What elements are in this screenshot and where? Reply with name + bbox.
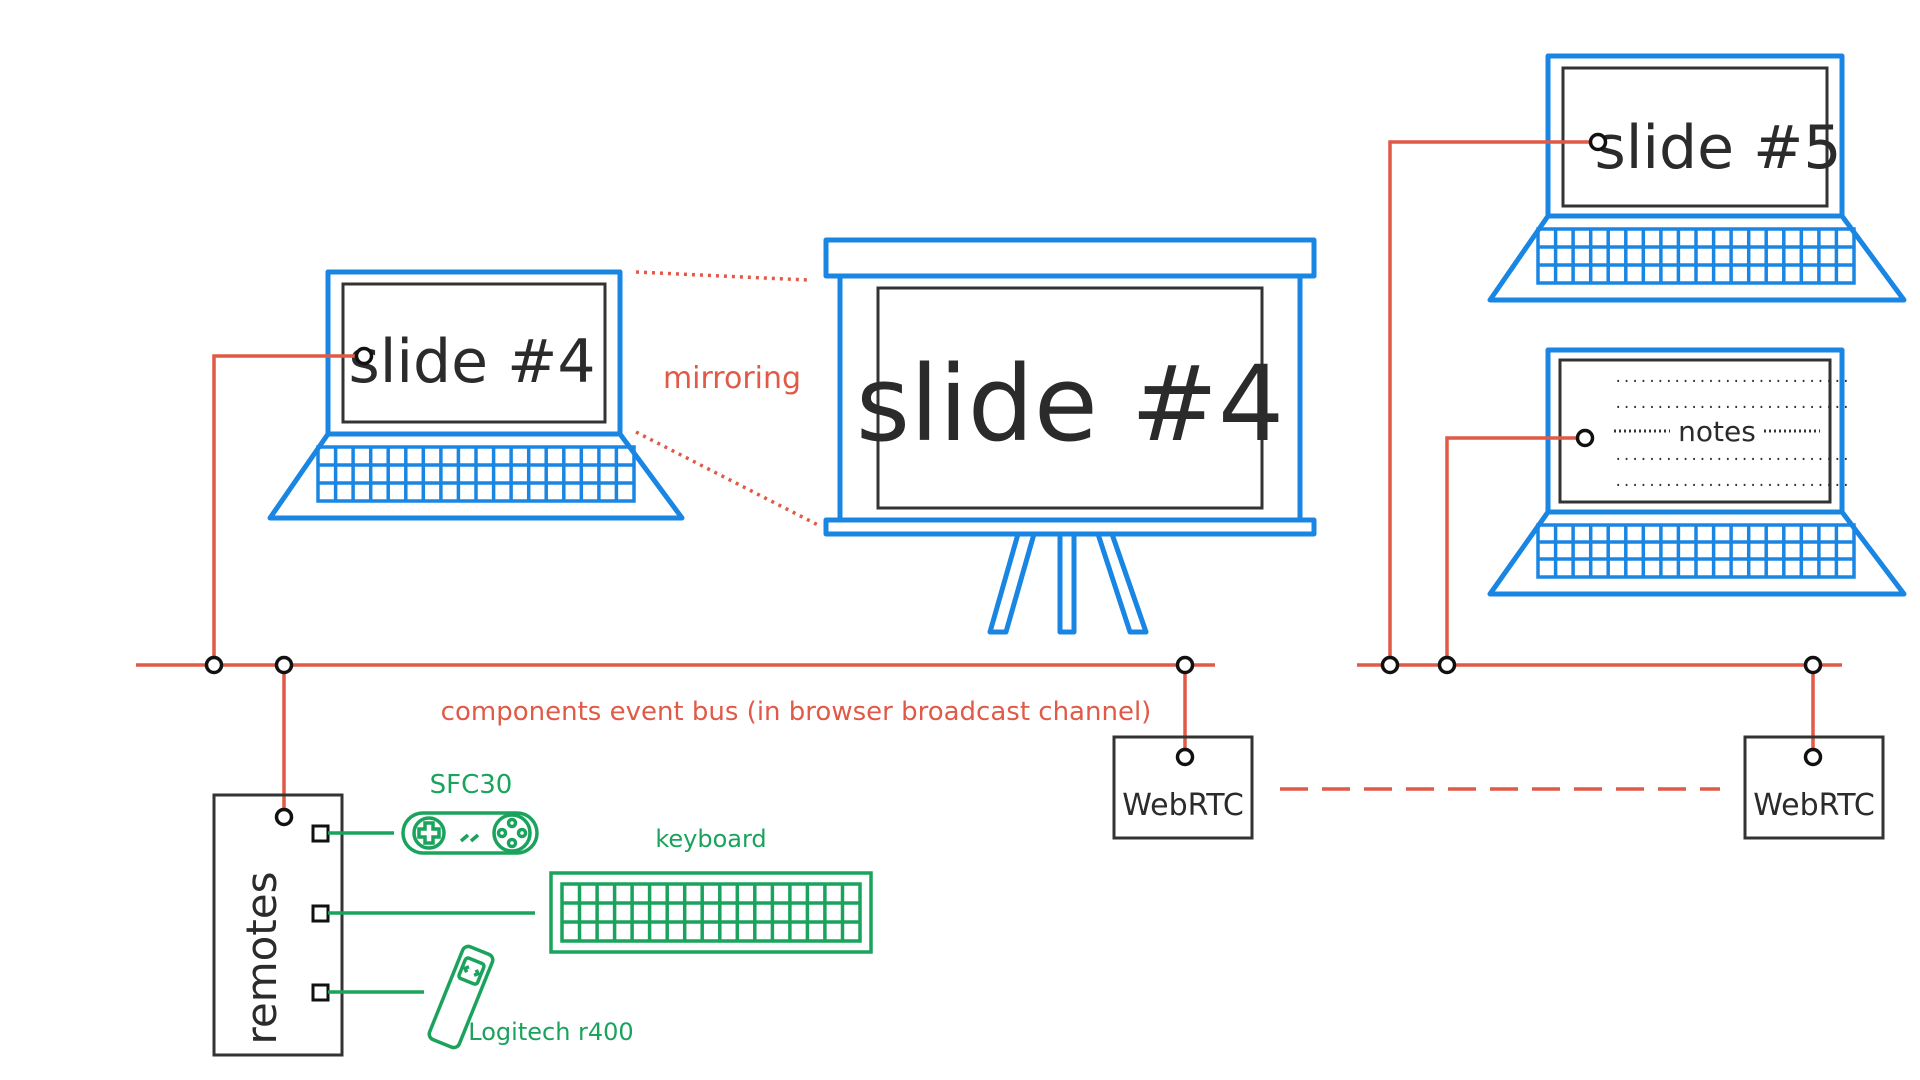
laptop-right-top-base — [1487, 213, 1907, 303]
laptop-right-bottom-screen — [1558, 358, 1832, 504]
presenter-buttons-icon — [457, 956, 486, 986]
keyboard: keyboard — [549, 825, 873, 954]
notes-label: notes — [1678, 415, 1756, 448]
remotes-label: remotes — [237, 872, 286, 1045]
laptop-left-connector — [354, 346, 374, 366]
gamepad-body — [401, 811, 539, 855]
presenter-arrows-icon — [462, 965, 481, 977]
projector-screen-text: slide #4 — [856, 343, 1284, 465]
event-bus-right — [1357, 132, 1842, 757]
remotes-port-keyboard — [311, 904, 330, 923]
projector-leg-right — [1095, 531, 1149, 635]
laptop-right-bottom-keyboard-cols — [1553, 525, 1839, 577]
laptop-right-top-screen — [1561, 66, 1829, 208]
presenter-body — [427, 944, 495, 1050]
laptop-left-keyboard-cols — [333, 447, 619, 501]
event-bus-left: components event bus (in browser broadca… — [136, 346, 1215, 815]
bus-node-laptop-left — [204, 655, 224, 675]
gamepad-button-icon — [496, 827, 508, 839]
remotes-connector — [274, 807, 294, 827]
gamepad-button-icon — [506, 837, 518, 849]
laptop-right-bottom: ............................ ...........… — [1487, 347, 1907, 597]
laptop-left-screen — [341, 282, 607, 424]
bus-link-laptop-right-top — [1388, 140, 1598, 665]
mirroring-link: mirroring — [635, 270, 819, 527]
webrtc-link: WebRTC WebRTC — [1112, 735, 1885, 840]
notes-dots-1: ............................ — [1614, 370, 1850, 386]
laptop-right-top: slide #5 — [1487, 53, 1907, 303]
mirroring-line-bottom — [635, 430, 819, 527]
dpad-icon — [417, 821, 441, 845]
remotes-port-gamepad — [311, 824, 330, 843]
webrtc-left-connector — [1175, 747, 1195, 767]
gamepad: SFC30 — [401, 770, 539, 855]
keyboard-key-rows — [562, 901, 860, 924]
bus-node-laptop-right-bottom — [1437, 655, 1457, 675]
gamepad-select-start-icon — [459, 833, 480, 843]
projector: slide #4 — [823, 237, 1317, 635]
laptop-right-top-keyboard-cols — [1553, 229, 1839, 283]
webrtc-box-left — [1112, 735, 1254, 840]
notes-dots-4: ............................ — [1614, 474, 1850, 490]
keyboard-label: keyboard — [655, 825, 766, 853]
presenter-remote: Logitech r400 — [427, 944, 634, 1050]
gamepad-button-icon — [516, 827, 528, 839]
webrtc-left-label: WebRTC — [1122, 788, 1244, 823]
laptop-right-top-connector — [1588, 132, 1608, 152]
webrtc-right-label: WebRTC — [1753, 788, 1875, 823]
remotes-box — [212, 793, 344, 1057]
projector-leg-center — [1057, 531, 1077, 635]
bus-link-laptop-left — [212, 354, 364, 665]
laptop-right-bottom-base — [1487, 509, 1907, 597]
laptop-right-top-screen-text: slide #5 — [1594, 113, 1841, 183]
webrtc-box-right — [1743, 735, 1885, 840]
bus-node-laptop-right-top — [1380, 655, 1400, 675]
projector-screen — [876, 286, 1264, 510]
keyboard-key-cols — [577, 884, 845, 941]
projector-top-bar — [823, 237, 1317, 279]
gamepad-label: SFC30 — [430, 770, 513, 800]
laptop-left-screen-text: slide #4 — [348, 327, 595, 397]
projector-leg-left — [987, 531, 1037, 635]
bus-node-webrtc-left — [1175, 655, 1195, 675]
laptop-left-base — [267, 431, 685, 521]
mirroring-label: mirroring — [663, 361, 801, 396]
gamepad-buttons-ring — [492, 813, 532, 853]
gamepad-dpad-ring — [412, 816, 446, 850]
bus-node-remotes — [274, 655, 294, 675]
mirroring-line-top — [635, 270, 809, 282]
notes-dots-3: ............................ — [1614, 448, 1850, 464]
webrtc-right-connector — [1803, 747, 1823, 767]
bus-link-laptop-right-bottom — [1445, 436, 1585, 665]
presenter-label: Logitech r400 — [468, 1018, 633, 1046]
keyboard-keys — [560, 882, 862, 943]
notes-dots-2: ............................ — [1614, 396, 1850, 412]
laptop-right-bottom-connector — [1575, 428, 1595, 448]
remotes-port-presenter — [311, 983, 330, 1002]
bus-label: components event bus (in browser broadca… — [441, 697, 1152, 727]
remotes: remotes — [212, 793, 535, 1057]
bus-node-webrtc-right — [1803, 655, 1823, 675]
gamepad-button-icon — [506, 817, 518, 829]
keyboard-body — [549, 871, 873, 954]
laptop-left: slide #4 — [267, 269, 685, 521]
